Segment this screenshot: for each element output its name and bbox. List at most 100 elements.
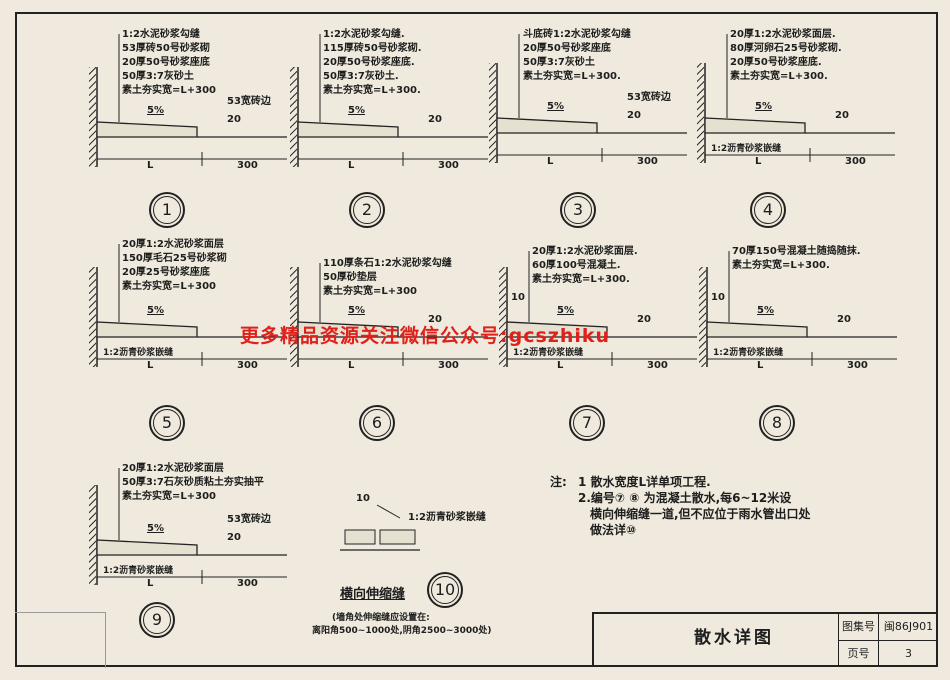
drawing-title: 散水详图: [694, 628, 774, 648]
layer-label: 斗底砖1:2水泥砂浆勾缝: [523, 29, 631, 40]
note-4: 做法详⑩: [590, 523, 637, 537]
layer-label: 110厚条石1:2水泥砂浆勾缝: [323, 258, 452, 269]
width-dim-L: L: [547, 156, 554, 167]
atlas-label: 图集号: [838, 614, 878, 641]
d10-note-2: 离阳角500~1000处,阴角2500~3000处): [312, 626, 492, 636]
width-dim-300: 300: [647, 360, 668, 371]
width-dim-300: 300: [438, 160, 459, 171]
detail-number-4: 4: [750, 192, 786, 228]
slope-label: 5%: [547, 101, 564, 112]
layer-label: 70厚150号混凝土随捣随抹.: [732, 246, 861, 257]
layer-label: 素土夯实宽=L+300: [122, 281, 217, 292]
paving-slab: [496, 117, 598, 134]
slope-label: 5%: [348, 305, 365, 316]
note-1: 1 散水宽度L详单项工程.: [578, 475, 711, 489]
paving-slab: [96, 321, 198, 338]
layer-list-7: 20厚1:2水泥砂浆面层.60厚100号混凝土.素土夯实宽=L+300.: [532, 245, 638, 287]
joint-label: 1:2沥青砂浆嵌缝: [711, 144, 782, 154]
page-value: 3: [878, 641, 938, 667]
layer-label: 素土夯实宽=L+300.: [730, 71, 828, 82]
layer-label: 20厚25号砂浆座底: [122, 267, 210, 278]
detail-number-1: 1: [149, 192, 185, 228]
wall-hatch: [89, 67, 96, 167]
note-3: 横向伸缩缝一道,但不应位于雨水管出口处: [590, 507, 811, 521]
layer-label: 115厚砖50号砂浆砌.: [323, 43, 422, 54]
slope-label: 5%: [348, 105, 365, 116]
layer-label: 60厚100号混凝土.: [532, 260, 621, 271]
layer-label: 素土夯实宽=L+300.: [323, 85, 421, 96]
width-dim-L: L: [557, 360, 564, 371]
layer-label: 素土夯实宽=L+300.: [523, 71, 621, 82]
wall-hatch: [697, 63, 704, 163]
joint-label: 1:2沥青砂浆嵌缝: [513, 348, 584, 358]
width-dim-L: L: [348, 360, 355, 371]
paving-slab: [706, 321, 808, 338]
width-dim-L: L: [147, 160, 154, 171]
height-dim: 20: [835, 110, 849, 121]
width-dim-300: 300: [237, 360, 258, 371]
wall-hatch: [290, 67, 297, 167]
width-dim-300: 300: [237, 160, 258, 171]
layer-label: 素土夯实宽=L+300: [323, 286, 418, 297]
note-2: 2.编号⑦ ⑧ 为混凝土散水,每6~12米设: [578, 491, 792, 505]
slope-label: 5%: [755, 101, 772, 112]
width-dim-300: 300: [438, 360, 459, 371]
layer-list-2: 1:2水泥砂浆勾缝.115厚砖50号砂浆砌.20厚50号砂浆座底.50厚3:7灰…: [323, 28, 422, 98]
layer-label: 素土夯实宽=L+300: [122, 491, 217, 502]
layer-label: 20厚1:2水泥砂浆面层.: [730, 29, 836, 40]
width-dim-300: 300: [847, 360, 868, 371]
left-stamp-block: [15, 612, 106, 668]
layer-label: 150厚毛石25号砂浆砌: [122, 253, 227, 264]
layer-list-5: 20厚1:2水泥砂浆面层 150厚毛石25号砂浆砌 20厚25号砂浆座底素土夯实宽=…: [122, 238, 227, 294]
paving-slab: [704, 117, 806, 134]
detail-number-8: 8: [759, 405, 795, 441]
d10-slab-right: [379, 529, 416, 545]
layer-label: 素土夯实宽=L+300: [122, 85, 217, 96]
detail-number-3: 3: [560, 192, 596, 228]
detail-number-7: 7: [569, 405, 605, 441]
layer-list-8: 70厚150号混凝土随捣随抹.素土夯实宽=L+300.: [732, 245, 861, 273]
notes: 1 散水宽度L详单项工程. 2.编号⑦ ⑧ 为混凝土散水,每6~12米设 横向伸…: [578, 474, 811, 538]
wall-hatch: [89, 267, 96, 367]
detail-number-9: 9: [139, 602, 175, 638]
layer-label: 20厚50号砂浆座底: [122, 57, 210, 68]
d10-joint: 1:2沥青砂浆嵌缝: [408, 512, 486, 523]
height-dim: 20: [637, 314, 651, 325]
brick-edge-label: 53宽砖边: [227, 96, 271, 107]
layer-label: 20厚1:2水泥砂浆面层: [122, 463, 224, 474]
layer-label: 20厚50号砂浆座底.: [730, 57, 822, 68]
paving-slab: [297, 121, 399, 138]
layer-list-4: 20厚1:2水泥砂浆面层.80厚河卵石25号砂浆砌.20厚50号砂浆座底.素土夯…: [730, 28, 842, 84]
watermark: 更多精品资源关注微信公众号:gcszhiku: [240, 325, 611, 347]
width-dim-L: L: [147, 578, 154, 589]
wall-hatch: [499, 267, 506, 367]
height-dim: 20: [837, 314, 851, 325]
slope-label: 5%: [557, 305, 574, 316]
d10-dim: 10: [356, 493, 370, 504]
wall-hatch: [290, 267, 297, 367]
layer-label: 50厚3:7灰砂土.: [323, 71, 399, 82]
height-dim: 20: [227, 532, 241, 543]
height-dim: 20: [428, 114, 442, 125]
slope-label: 5%: [147, 523, 164, 534]
detail-number-6: 6: [359, 405, 395, 441]
detail-number-2: 2: [349, 192, 385, 228]
width-dim-L: L: [757, 360, 764, 371]
width-dim-300: 300: [845, 156, 866, 167]
joint-dim: 10: [711, 292, 725, 303]
d10-title: 横向伸缩缝: [340, 587, 406, 602]
width-dim-L: L: [147, 360, 154, 371]
layer-label: 53厚砖50号砂浆砌: [122, 43, 210, 54]
width-dim-L: L: [348, 160, 355, 171]
layer-label: 20厚1:2水泥砂浆面层: [122, 239, 224, 250]
slope-label: 5%: [147, 105, 164, 116]
detail-number-5: 5: [149, 405, 185, 441]
page-label: 页号: [838, 641, 878, 667]
brick-edge-label: 53宽砖边: [627, 92, 671, 103]
d10-slab-left: [344, 529, 376, 545]
wall-hatch: [699, 267, 706, 367]
